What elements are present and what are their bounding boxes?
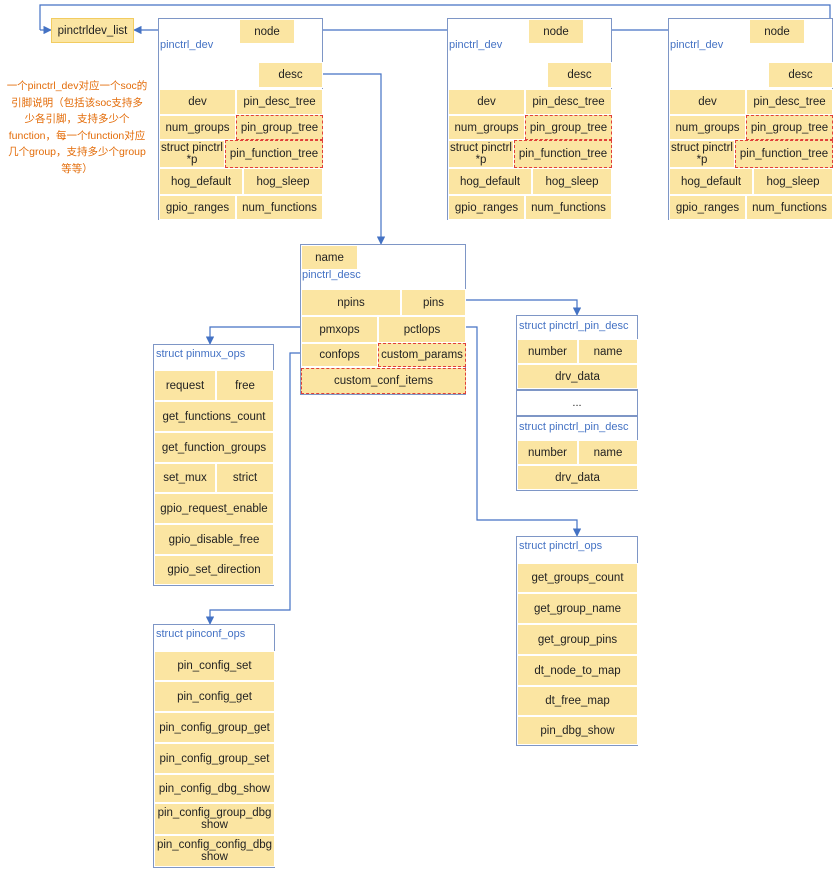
pins-field: pins bbox=[401, 289, 466, 316]
pinctrl-dev-struct-1: pinctrl_dev node desc dev pin_desc_tree … bbox=[158, 18, 323, 220]
dt-free-map-field: dt_free_map bbox=[517, 686, 638, 716]
pinctrl-dev-title: pinctrl_dev bbox=[449, 39, 503, 51]
custom-conf-items-field: custom_conf_items bbox=[301, 368, 466, 394]
pin-group-tree-field: pin_group_tree bbox=[236, 115, 323, 140]
dt-node-to-map-field: dt_node_to_map bbox=[517, 655, 638, 686]
pctlops-to-pinctrl-ops-arrow bbox=[465, 326, 582, 537]
confops-to-pinconf-ops-arrow bbox=[205, 352, 302, 625]
num-functions-field: num_functions bbox=[236, 195, 323, 220]
number-field: number bbox=[517, 440, 578, 465]
hog-sleep-field: hog_sleep bbox=[532, 168, 612, 195]
pins-to-pin-desc-arrow bbox=[465, 299, 582, 316]
dev-field: dev bbox=[159, 89, 236, 115]
gpio-ranges-field: gpio_ranges bbox=[159, 195, 236, 220]
hog-sleep-field: hog_sleep bbox=[753, 168, 833, 195]
pin-config-config-dbg-show-field: pin_config_config_dbg show bbox=[154, 835, 275, 867]
get-group-pins-field: get_group_pins bbox=[517, 624, 638, 655]
confops-field: confops bbox=[301, 343, 378, 367]
hog-default-field: hog_default bbox=[669, 168, 753, 195]
pinctrl-ops-struct: struct pinctrl_ops get_groups_count get_… bbox=[516, 536, 638, 746]
gpio-ranges-field: gpio_ranges bbox=[448, 195, 525, 220]
pctlops-field: pctlops bbox=[378, 316, 466, 343]
pin-function-tree-field: pin_function_tree bbox=[514, 140, 612, 168]
strict-field: strict bbox=[216, 463, 274, 493]
pinctrl-ops-title: struct pinctrl_ops bbox=[519, 540, 603, 552]
pin-desc-title: struct pinctrl_pin_desc bbox=[519, 421, 629, 433]
gpio-set-direction-field: gpio_set_direction bbox=[154, 555, 274, 585]
drv-data-field: drv_data bbox=[517, 465, 638, 490]
name-field: name bbox=[301, 245, 358, 270]
pin-desc-title: struct pinctrl_pin_desc bbox=[519, 320, 629, 332]
npins-field: npins bbox=[301, 289, 401, 316]
pinconf-ops-title: struct pinconf_ops bbox=[156, 628, 246, 640]
pin-config-group-set-field: pin_config_group_set bbox=[154, 743, 275, 774]
pin-function-tree-field: pin_function_tree bbox=[735, 140, 833, 168]
pin-desc-struct-2: struct pinctrl_pin_desc number name drv_… bbox=[516, 416, 638, 491]
num-functions-field: num_functions bbox=[525, 195, 612, 220]
desc-to-pinctrl-desc-arrow bbox=[322, 73, 386, 245]
num-groups-field: num_groups bbox=[159, 115, 236, 140]
name-field: name bbox=[578, 440, 638, 465]
pinctrl-dev-title: pinctrl_dev bbox=[670, 39, 724, 51]
drv-data-field: drv_data bbox=[517, 364, 638, 389]
number-field: number bbox=[517, 339, 578, 364]
pinctrl-dev-struct-3: pinctrl_dev node desc dev pin_desc_tree … bbox=[668, 18, 833, 220]
pmxops-field: pmxops bbox=[301, 316, 378, 343]
pin-config-group-get-field: pin_config_group_get bbox=[154, 712, 275, 743]
pin-group-tree-field: pin_group_tree bbox=[746, 115, 833, 140]
pinctrl-dev-title: pinctrl_dev bbox=[160, 39, 214, 51]
gpio-disable-free-field: gpio_disable_free bbox=[154, 524, 274, 555]
num-groups-field: num_groups bbox=[669, 115, 746, 140]
pmxops-to-pinmux-ops-arrow bbox=[205, 326, 302, 345]
pin-config-dbg-show-field: pin_config_dbg_show bbox=[154, 774, 275, 803]
struct-pinctrl-p-field: struct pinctrl *p bbox=[669, 140, 735, 168]
node-field: node bbox=[749, 19, 805, 44]
custom-params-field: custom_params bbox=[378, 343, 466, 367]
pin-config-group-dbg-show-field: pin_config_group_dbg show bbox=[154, 803, 275, 835]
get-function-groups-field: get_function_groups bbox=[154, 432, 274, 463]
pin-function-tree-field: pin_function_tree bbox=[225, 140, 323, 168]
desc-field: desc bbox=[547, 62, 612, 88]
desc-field: desc bbox=[258, 62, 323, 88]
pin-group-tree-field: pin_group_tree bbox=[525, 115, 612, 140]
hog-default-field: hog_default bbox=[448, 168, 532, 195]
node-field: node bbox=[528, 19, 584, 44]
pin-desc-ellipsis: ... bbox=[516, 390, 638, 416]
pinctrl-desc-title: pinctrl_desc bbox=[302, 269, 361, 281]
pinconf-ops-struct: struct pinconf_ops pin_config_set pin_co… bbox=[153, 624, 275, 868]
pin-config-get-field: pin_config_get bbox=[154, 681, 275, 712]
dev-field: dev bbox=[669, 89, 746, 115]
get-groups-count-field: get_groups_count bbox=[517, 563, 638, 593]
pin-desc-struct-1: struct pinctrl_pin_desc number name drv_… bbox=[516, 315, 638, 390]
num-groups-field: num_groups bbox=[448, 115, 525, 140]
request-field: request bbox=[154, 370, 216, 401]
gpio-request-enable-field: gpio_request_enable bbox=[154, 493, 274, 524]
pin-dbg-show-field: pin_dbg_show bbox=[517, 716, 638, 745]
struct-pinctrl-p-field: struct pinctrl *p bbox=[159, 140, 225, 168]
hog-sleep-field: hog_sleep bbox=[243, 168, 323, 195]
pinctrl-desc-struct: name pinctrl_desc npins pins pmxops pctl… bbox=[300, 244, 466, 395]
pinmux-ops-title: struct pinmux_ops bbox=[156, 348, 246, 360]
hog-default-field: hog_default bbox=[159, 168, 243, 195]
get-functions-count-field: get_functions_count bbox=[154, 401, 274, 432]
pin-desc-tree-field: pin_desc_tree bbox=[746, 89, 833, 115]
name-field: name bbox=[578, 339, 638, 364]
free-field: free bbox=[216, 370, 274, 401]
desc-field: desc bbox=[768, 62, 833, 88]
get-group-name-field: get_group_name bbox=[517, 593, 638, 624]
struct-pinctrl-p-field: struct pinctrl *p bbox=[448, 140, 514, 168]
dev-field: dev bbox=[448, 89, 525, 115]
pin-config-set-field: pin_config_set bbox=[154, 651, 275, 681]
pinmux-ops-struct: struct pinmux_ops request free get_funct… bbox=[153, 344, 274, 586]
pinctrldev-list-head: pinctrldev_list bbox=[51, 18, 134, 43]
pin-desc-tree-field: pin_desc_tree bbox=[236, 89, 323, 115]
num-functions-field: num_functions bbox=[746, 195, 833, 220]
set-mux-field: set_mux bbox=[154, 463, 216, 493]
gpio-ranges-field: gpio_ranges bbox=[669, 195, 746, 220]
node-field: node bbox=[239, 19, 295, 44]
annotation-note: 一个pinctrl_dev对应一个soc的引脚说明（包括该soc支持多少各引脚，… bbox=[6, 80, 148, 175]
pin-desc-tree-field: pin_desc_tree bbox=[525, 89, 612, 115]
pinctrl-dev-struct-2: pinctrl_dev node desc dev pin_desc_tree … bbox=[447, 18, 612, 220]
